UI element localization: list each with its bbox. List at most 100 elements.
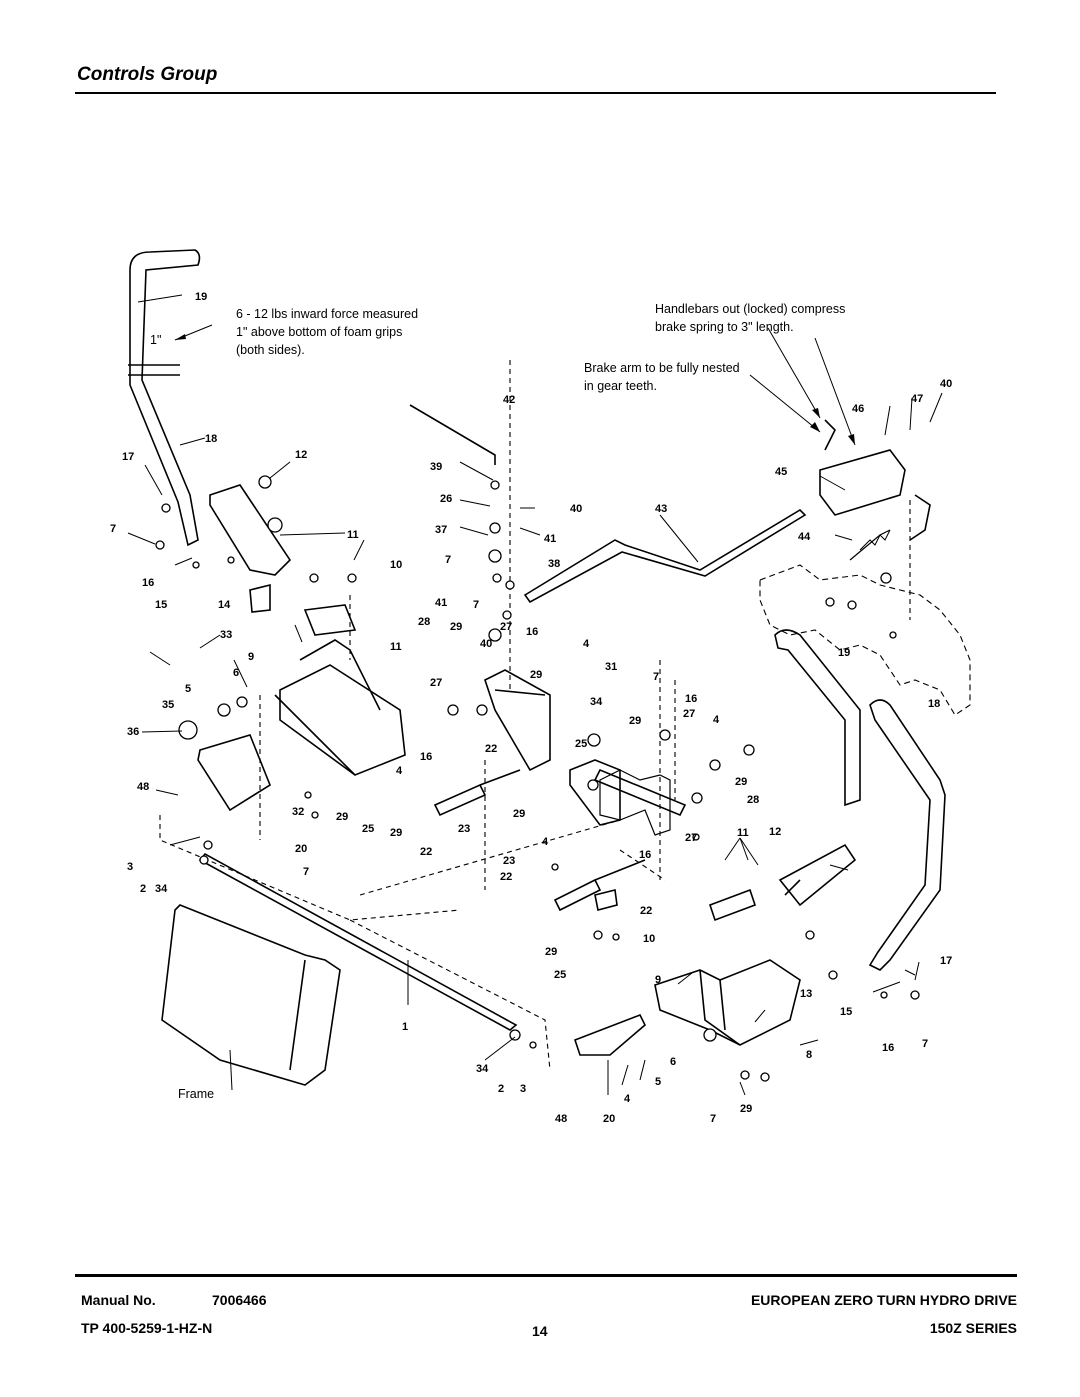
callout-17: 17 [122, 451, 134, 463]
handlebar-note-line-1: Handlebars out (locked) compress [655, 302, 845, 316]
brake-note-line-1: Brake arm to be fully nested [584, 361, 740, 375]
callout-20: 20 [603, 1113, 615, 1125]
callout-19: 19 [838, 647, 850, 659]
callout-7: 7 [303, 866, 309, 878]
callout-19: 19 [195, 291, 207, 303]
callout-12: 12 [769, 826, 781, 838]
callout-40: 40 [480, 638, 492, 650]
callout-4: 4 [624, 1093, 631, 1105]
callout-13: 13 [800, 988, 812, 1000]
callout-12: 12 [295, 449, 307, 461]
callout-47: 47 [911, 393, 923, 405]
left-mount-box [279, 664, 406, 776]
callout-48: 48 [555, 1113, 567, 1125]
callout-10: 10 [643, 933, 655, 945]
callout-7: 7 [473, 599, 479, 611]
callout-29: 29 [513, 808, 525, 820]
callout-23: 23 [458, 823, 470, 835]
callout-29: 29 [390, 827, 402, 839]
callout-2: 2 [140, 883, 146, 895]
callout-4: 4 [713, 714, 720, 726]
callout-10: 10 [390, 559, 402, 571]
assembly-notes: 6 - 12 lbs inward force measured 1" abov… [150, 302, 845, 1101]
callout-20: 20 [295, 843, 307, 855]
callout-33: 33 [220, 629, 232, 641]
callout-41: 41 [435, 597, 447, 609]
callout-7: 7 [445, 554, 451, 566]
product-line: EUROPEAN ZERO TURN HYDRO DRIVE [750, 1292, 1017, 1308]
callout-27: 27 [430, 677, 442, 689]
callout-29: 29 [735, 776, 747, 788]
controls-group-diagram: 19 18 17 12 7 11 10 16 15 14 33 9 6 5 35… [110, 249, 971, 1125]
callout-48: 48 [137, 781, 149, 793]
connecting-rod [198, 852, 518, 1031]
callout-16: 16 [639, 849, 651, 861]
force-note-line-3: (both sides). [236, 343, 305, 357]
callout-17: 17 [940, 955, 952, 967]
title-rule [75, 92, 996, 94]
lower-cover-plate [573, 1013, 646, 1056]
series: 150Z SERIES [929, 1320, 1017, 1336]
callout-4: 4 [396, 765, 403, 777]
callout-16: 16 [142, 577, 154, 589]
callout-27: 27 [685, 832, 697, 844]
callout-3: 3 [127, 861, 133, 873]
callout-15: 15 [155, 599, 167, 611]
callout-34: 34 [155, 883, 168, 895]
left-cylinder [433, 783, 487, 817]
force-note-line-2: 1" above bottom of foam grips [236, 325, 402, 339]
callout-43: 43 [655, 503, 667, 515]
callout-1: 1 [402, 1021, 408, 1033]
callout-36: 36 [127, 726, 139, 738]
center-arm [569, 759, 621, 826]
callout-16: 16 [526, 626, 538, 638]
callout-32: 32 [292, 806, 304, 818]
callout-26: 26 [440, 493, 452, 505]
one-inch-label: 1" [150, 333, 161, 347]
callout-15: 15 [840, 1006, 852, 1018]
brake-bracket [819, 449, 906, 516]
callout-18: 18 [928, 698, 940, 710]
callout-25: 25 [554, 969, 566, 981]
callout-44: 44 [798, 531, 811, 543]
manual-label: Manual No. [81, 1292, 156, 1308]
callout-5: 5 [655, 1076, 661, 1088]
callout-42: 42 [503, 394, 515, 406]
left-handle-bar [129, 249, 201, 547]
right-lever-19 [774, 629, 861, 807]
callout-40: 40 [570, 503, 582, 515]
callout-16: 16 [685, 693, 697, 705]
callout-29: 29 [545, 946, 557, 958]
callout-11: 11 [737, 827, 749, 839]
footer-rule [75, 1274, 1017, 1277]
callout-39: 39 [430, 461, 442, 473]
page-number: 14 [532, 1323, 548, 1339]
handlebar-note-line-2: brake spring to 3" length. [655, 320, 794, 334]
rod-43 [523, 508, 807, 604]
manual-number: 7006466 [212, 1292, 267, 1308]
force-note-line-1: 6 - 12 lbs inward force measured [236, 307, 418, 321]
callout-7: 7 [110, 523, 116, 535]
callout-28: 28 [747, 794, 759, 806]
callout-2: 2 [498, 1083, 504, 1095]
callout-25: 25 [362, 823, 374, 835]
callout-22: 22 [500, 871, 512, 883]
callout-29: 29 [740, 1103, 752, 1115]
callout-numbers: 19 18 17 12 7 11 10 16 15 14 33 9 6 5 35… [110, 291, 952, 1125]
right-cylinder [553, 878, 602, 912]
callout-4: 4 [542, 836, 549, 848]
callout-3: 3 [520, 1083, 526, 1095]
left-cover-plate [197, 734, 271, 812]
callout-16: 16 [882, 1042, 894, 1054]
callout-7: 7 [922, 1038, 928, 1050]
callout-27: 27 [500, 621, 512, 633]
callout-28: 28 [418, 616, 430, 628]
callout-29: 29 [336, 811, 348, 823]
callout-7: 7 [710, 1113, 716, 1125]
callout-4: 4 [583, 638, 590, 650]
callout-27: 27 [683, 708, 695, 720]
callout-35: 35 [162, 699, 174, 711]
callout-22: 22 [485, 743, 497, 755]
page-title: Controls Group [77, 64, 218, 85]
right-lever-18 [868, 699, 946, 971]
